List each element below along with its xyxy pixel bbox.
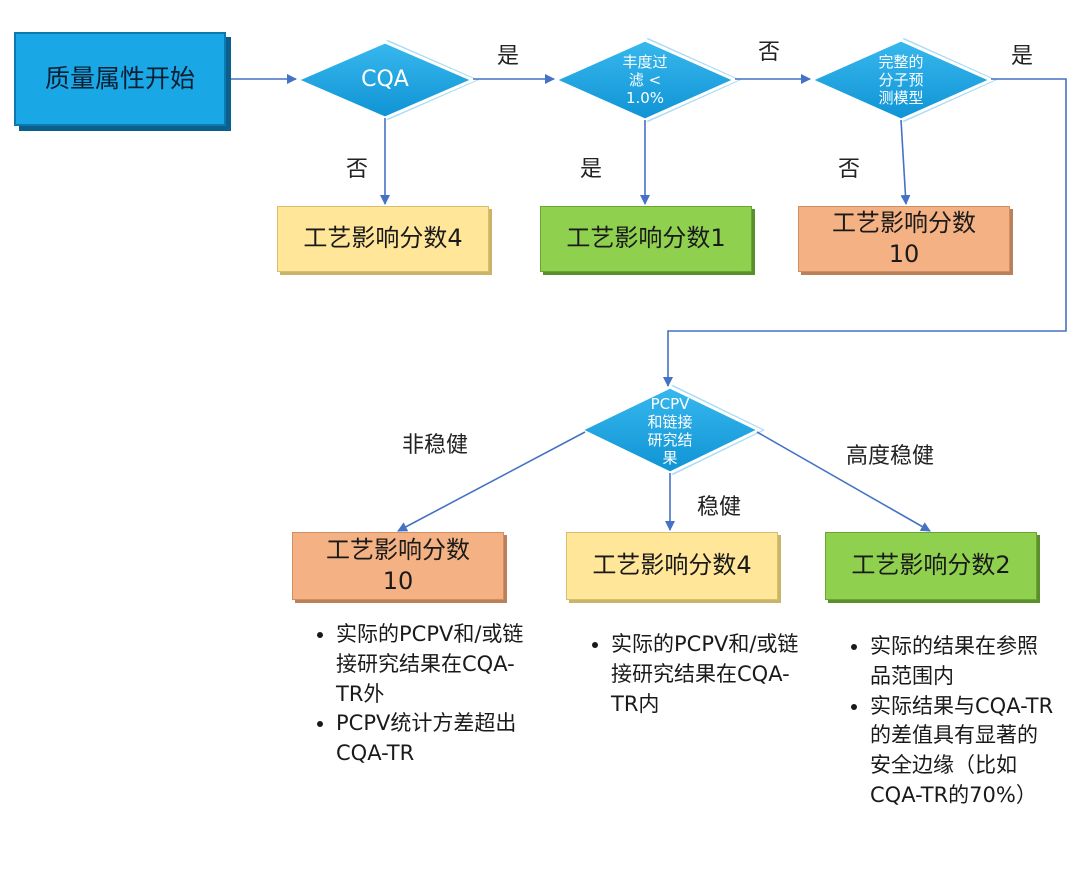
notes-right: 实际的结果在参照品范围内 实际结果与CQA-TR的差值具有显著的安全边缘（比如C… <box>840 632 1056 811</box>
label-non-robust: 非稳健 <box>402 433 469 458</box>
edge-model-to-pcpv <box>663 78 1067 387</box>
notes-middle: 实际的PCPV和/或链接研究结果在CQA-TR内 <box>581 630 801 719</box>
decision-diamond-cqa <box>293 40 479 120</box>
note-item: 实际结果与CQA-TR的差值具有显著的安全边缘（比如CQA-TR的70%） <box>870 692 1056 811</box>
decision-diamond-abundance <box>551 38 741 122</box>
label-abundance-yes: 是 <box>580 157 603 182</box>
label-cqa-no: 否 <box>346 157 369 182</box>
outcome-score2: 工艺影响分数2 <box>825 532 1037 600</box>
label-robust: 稳健 <box>697 495 742 520</box>
note-item: 实际的PCPV和/或链接研究结果在CQA-TR内 <box>611 630 801 719</box>
label-abundance-no: 否 <box>758 40 781 65</box>
edge-pcpv-to-score2 <box>756 431 931 532</box>
edge-model-to-score10 <box>900 119 911 205</box>
outcome-score10-top: 工艺影响分数 10 <box>798 206 1010 272</box>
label-model-yes: 是 <box>1011 44 1034 69</box>
note-item: 实际的PCPV和/或链接研究结果在CQA-TR外 <box>336 620 536 709</box>
note-item: 实际的结果在参照品范围内 <box>870 632 1056 692</box>
decision-abundance-text: 丰度过 滤 < 1.0% <box>622 53 668 107</box>
decision-model-text: 完整的 分子预 测模型 <box>878 53 924 107</box>
outcome-score10-bottom: 工艺影响分数 10 <box>292 532 504 600</box>
notes-left: 实际的PCPV和/或链接研究结果在CQA-TR外 PCPV统计方差超出CQA-T… <box>306 620 536 769</box>
edge-pcpv-to-score10 <box>397 431 586 532</box>
note-item: PCPV统计方差超出CQA-TR <box>336 709 536 769</box>
decision-pcpv-text: PCPV 和链接 研究结 果 <box>647 395 693 467</box>
label-model-no: 否 <box>838 157 861 182</box>
outcome-score4-bottom: 工艺影响分数4 <box>566 532 778 600</box>
start-node: 质量属性开始 <box>14 32 226 126</box>
decision-diamond-pcpv <box>577 385 765 475</box>
label-highly-robust: 高度稳健 <box>846 444 935 469</box>
decision-cqa-text: CQA <box>361 66 409 92</box>
outcome-score4-top: 工艺影响分数4 <box>277 206 489 272</box>
label-cqa-yes: 是 <box>497 44 520 69</box>
outcome-score1: 工艺影响分数1 <box>540 206 752 272</box>
